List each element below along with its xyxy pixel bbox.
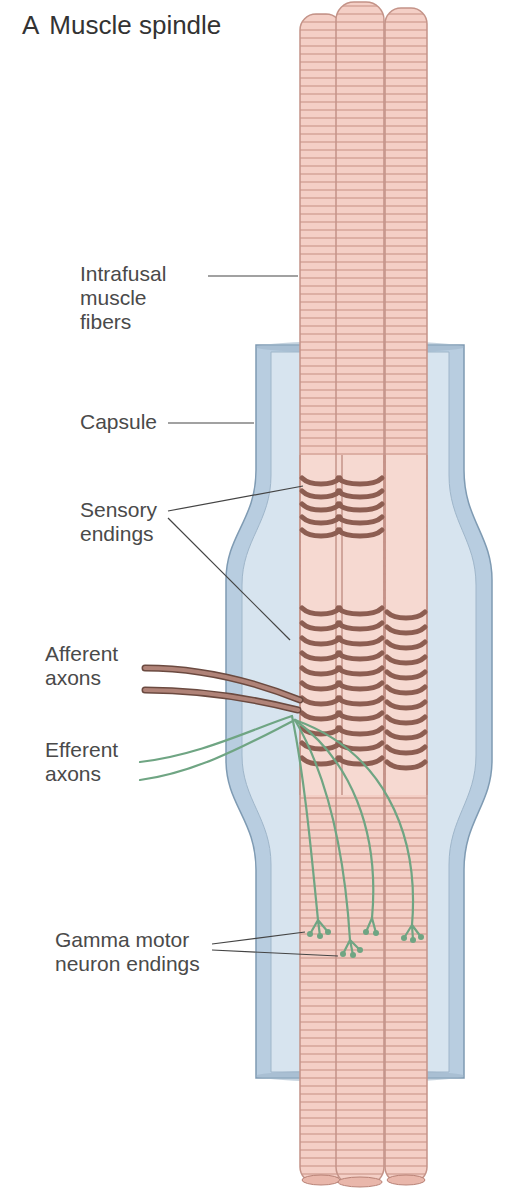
fiber-ends xyxy=(302,1175,425,1187)
panel-letter: A xyxy=(22,10,39,41)
intrafusal-fibers xyxy=(300,2,427,1185)
gamma-endings xyxy=(307,929,424,958)
part-label: Intrafusal muscle fibers xyxy=(80,262,202,334)
afferent-axons xyxy=(145,668,300,710)
part-label: Capsule xyxy=(80,410,166,434)
part-label: Afferent axons xyxy=(45,642,141,690)
figure-title: Muscle spindle xyxy=(49,10,221,41)
part-label: Gamma motor neuron endings xyxy=(55,928,207,976)
nuclear-region xyxy=(301,455,426,795)
part-label: Efferent axons xyxy=(45,738,137,786)
part-label: Sensory endings xyxy=(80,498,166,546)
sensory-endings xyxy=(302,478,425,768)
efferent-axons xyxy=(140,716,421,955)
leader-lines xyxy=(168,276,338,956)
